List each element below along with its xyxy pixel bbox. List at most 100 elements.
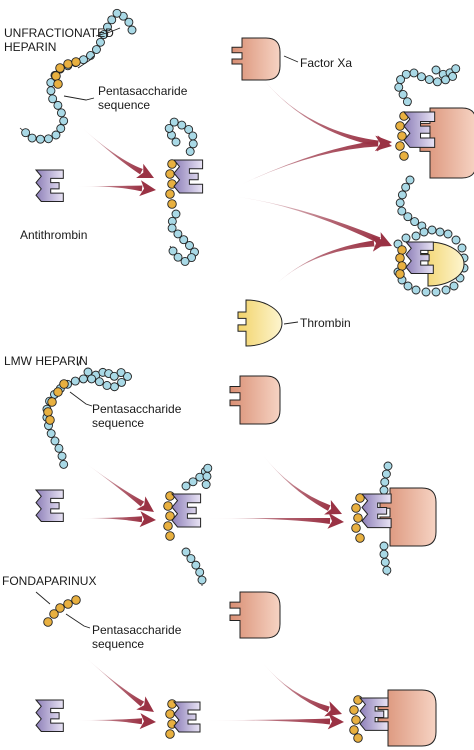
factor-xa-shape — [229, 591, 281, 639]
pentasaccharide-sequence — [165, 699, 177, 739]
heparin-bead — [202, 471, 212, 481]
pentasaccharide-unit — [53, 79, 63, 89]
antithrombin-shape — [172, 159, 204, 194]
pentasaccharide-unit — [349, 705, 359, 715]
heparin-bead — [87, 374, 97, 384]
pentasaccharide-sequence — [349, 695, 363, 743]
heparin-bead — [187, 253, 196, 263]
heparin-bead — [410, 217, 420, 227]
pentasaccharide-unit — [167, 699, 177, 709]
factor-xa-shape — [231, 37, 281, 81]
pentasaccharide-unit — [167, 199, 177, 209]
heparin-bead — [383, 461, 393, 471]
factor-xa-body — [231, 37, 281, 81]
pentasaccharide-unit — [399, 151, 409, 161]
heparin-bead — [435, 227, 445, 237]
heparin-chain — [167, 209, 199, 266]
panel-lmw-heparin — [34, 355, 437, 586]
heparin-bead — [177, 120, 187, 130]
heparin-bead — [127, 25, 137, 35]
factor-xa-shape — [377, 689, 437, 747]
pentasaccharide-unit — [397, 261, 407, 271]
antithrombin-shape — [170, 493, 202, 528]
reaction-arrow — [76, 180, 156, 197]
arrow-head — [374, 135, 392, 152]
pentasaccharide-unit — [43, 617, 53, 627]
leader-line — [77, 355, 83, 367]
heparin-bead — [424, 75, 434, 84]
thrombin-body — [237, 299, 283, 347]
antithrombin-shape — [404, 241, 434, 274]
arrow-shaft — [206, 517, 331, 524]
heparin-bead — [181, 481, 191, 491]
reaction-arrow — [206, 713, 344, 730]
heparin-bead — [394, 82, 404, 92]
leader-line — [77, 55, 95, 69]
heparin-bead — [441, 75, 450, 85]
heparin-chain — [181, 463, 213, 491]
antithrombin-body — [172, 701, 201, 733]
pentasaccharide-unit — [165, 189, 175, 199]
heparin-bead — [78, 374, 88, 384]
heparin-bead — [403, 212, 413, 222]
leader-line — [35, 591, 51, 605]
heparin-bead — [451, 64, 461, 74]
antithrombin-body — [34, 489, 64, 522]
heparin-bead — [195, 567, 205, 577]
arrow-head — [327, 713, 344, 730]
pentasaccharide-unit — [353, 695, 363, 705]
pentasaccharide-unit — [43, 407, 53, 417]
reaction-arrow — [262, 454, 342, 515]
heparin-bead — [21, 128, 31, 138]
heparin-bead — [379, 549, 389, 559]
arrow-shaft — [206, 718, 331, 725]
reaction-arrow — [80, 126, 154, 178]
pentasaccharide-unit — [165, 729, 175, 739]
arrow-shaft — [272, 240, 375, 288]
pentasaccharide-unit — [165, 511, 175, 521]
pentasaccharide-unit — [71, 595, 81, 605]
heparin-bead — [70, 376, 80, 386]
label-fondaparinux: FONDAPARINUX — [2, 574, 97, 588]
heparin-bead — [59, 116, 69, 126]
label-thrombin: Thrombin — [300, 316, 351, 330]
antithrombin-shape — [358, 697, 389, 731]
antithrombin-body — [34, 169, 64, 202]
pentasaccharide-unit — [351, 523, 361, 533]
heparin-chain — [379, 541, 392, 577]
heparin-bead — [46, 429, 56, 438]
heparin-chain — [395, 175, 427, 231]
reaction-arrow — [76, 511, 156, 528]
leader-line — [283, 321, 299, 325]
heparin-bead — [173, 229, 183, 239]
heparin-bead — [448, 72, 458, 81]
reaction-arrow — [272, 235, 388, 288]
heparin-bead — [103, 22, 112, 32]
label-pentasaccharide-3: Pentasaccharide sequence — [92, 623, 182, 651]
reaction-arrow — [206, 512, 344, 529]
reaction-arrow — [84, 656, 154, 712]
heparin-bead — [188, 139, 198, 149]
heparin-bead — [379, 485, 389, 495]
heparin-bead — [96, 37, 105, 47]
pentasaccharide-unit — [351, 503, 361, 513]
heparin-bead — [164, 123, 174, 133]
pentasaccharide-unit — [53, 387, 63, 397]
pentasaccharide-unit — [163, 521, 173, 531]
arrow-shaft — [80, 126, 143, 175]
reaction-arrow — [232, 196, 392, 247]
pentasaccharide-unit — [51, 71, 61, 81]
leader-line — [65, 613, 91, 629]
heparin-bead — [95, 377, 104, 387]
antithrombin-shape — [360, 493, 392, 529]
pentasaccharide-sequence — [165, 159, 177, 209]
heparin-bead — [381, 469, 391, 479]
pentasaccharide-unit — [55, 63, 65, 73]
heparin-bead — [48, 94, 58, 104]
heparin-bead — [185, 241, 194, 250]
label-pentasaccharide-1: Pentasaccharide sequence — [98, 84, 188, 112]
heparin-bead — [397, 190, 407, 200]
reaction-arrow — [84, 462, 154, 512]
